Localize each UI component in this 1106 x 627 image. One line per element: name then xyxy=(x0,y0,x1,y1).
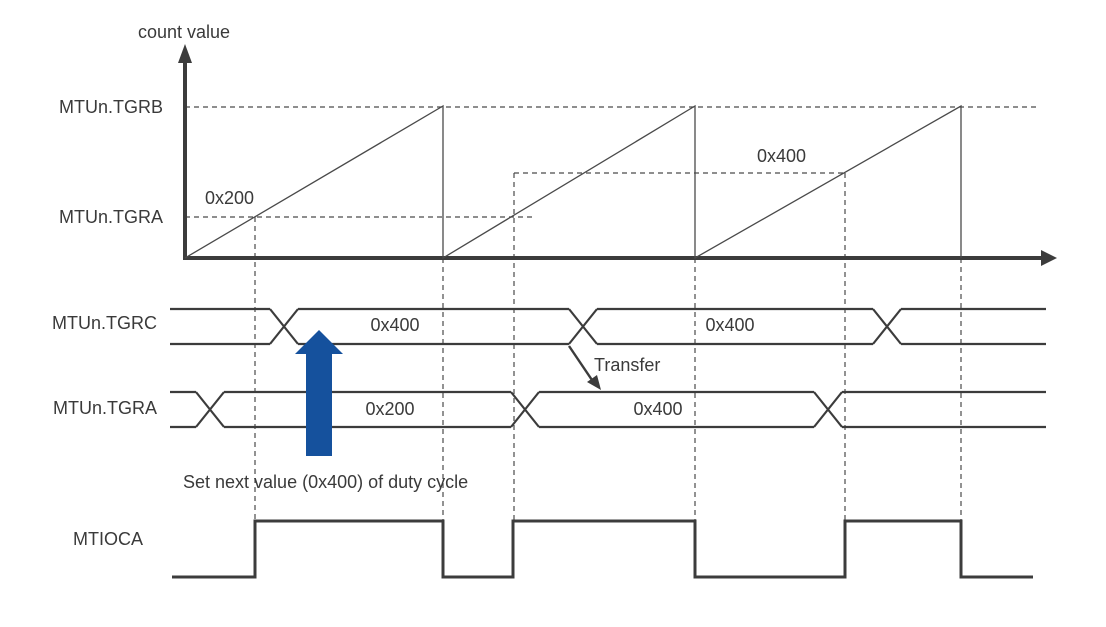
set-next-value-annotation: Set next value (0x400) of duty cycle xyxy=(183,330,468,492)
mtioca-row-label: MTIOCA xyxy=(73,529,143,549)
tgrb-level-label: MTUn.TGRB xyxy=(59,97,163,117)
transfer-arrowhead-icon xyxy=(587,375,601,390)
sawtooth-waveform xyxy=(184,104,962,260)
compare-new-value-label: 0x400 xyxy=(757,146,806,166)
x-axis-arrow-icon xyxy=(1041,250,1057,266)
tgra-bus-row: MTUn.TGRA 0x200 0x400 xyxy=(53,390,1046,429)
tgrc-value-2: 0x400 xyxy=(705,315,754,335)
tgra-value-1: 0x200 xyxy=(365,399,414,419)
tgrc-value-1: 0x400 xyxy=(370,315,419,335)
transfer-arrow-line xyxy=(568,345,595,384)
tgra-row-label: MTUn.TGRA xyxy=(53,398,157,418)
y-axis-arrow-icon xyxy=(178,44,192,63)
dashed-reference-lines xyxy=(185,106,1040,521)
transfer-annotation: Transfer xyxy=(568,345,660,390)
tgrc-transition-crossovers xyxy=(269,308,902,345)
mtioca-output-row: MTIOCA xyxy=(73,519,1033,579)
tgra-value-2: 0x400 xyxy=(633,399,682,419)
tgrc-row-label: MTUn.TGRC xyxy=(52,313,157,333)
transfer-label: Transfer xyxy=(594,355,660,375)
tgra-transition-crossovers xyxy=(195,391,843,428)
blue-up-arrow-icon xyxy=(295,330,343,456)
mtioca-waveform xyxy=(172,519,1033,579)
counter-graph: count value MTUn.TGRB MTUn.TGRA 0x200 0x… xyxy=(59,22,1057,266)
tgrc-bus-row: MTUn.TGRC 0x400 0x400 xyxy=(52,307,1046,346)
count-value-axis-label: count value xyxy=(138,22,230,42)
compare-initial-value-label: 0x200 xyxy=(205,188,254,208)
tgra-level-label: MTUn.TGRA xyxy=(59,207,163,227)
set-next-value-label: Set next value (0x400) of duty cycle xyxy=(183,472,468,492)
